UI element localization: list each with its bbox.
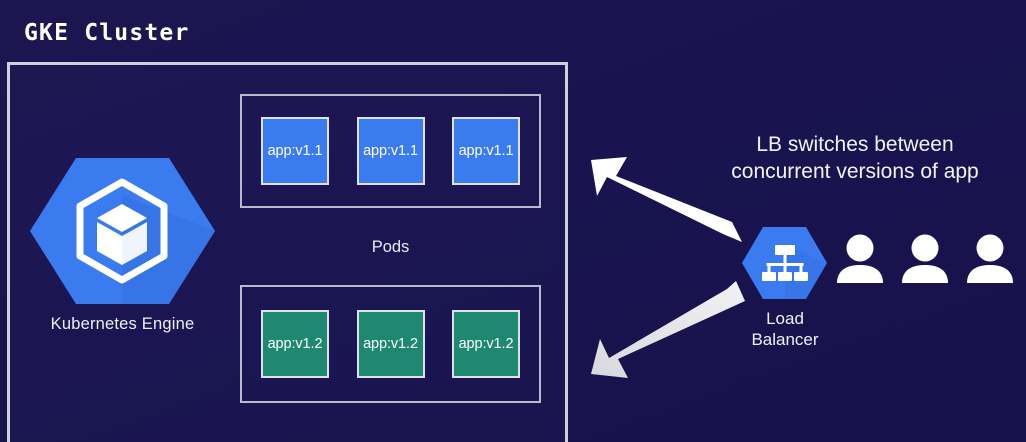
pod-v12-3[interactable]: app:v1.2 bbox=[452, 310, 520, 378]
kubernetes-engine-hexagon-icon bbox=[30, 158, 215, 304]
load-balancer-label-line-2: Balancer bbox=[751, 330, 819, 349]
lb-caption-line-1: LB switches between bbox=[756, 133, 954, 156]
arrow-to-v12-pods bbox=[591, 281, 745, 378]
pod-v12-1[interactable]: app:v1.2 bbox=[261, 310, 329, 378]
kubernetes-engine-label: Kubernetes Engine bbox=[50, 315, 195, 333]
user-icon bbox=[902, 234, 948, 283]
lb-caption-line-2: concurrent versions of app bbox=[731, 160, 979, 183]
lb-caption: LB switches between concurrent versions … bbox=[690, 131, 1020, 185]
user-icon bbox=[967, 234, 1013, 283]
gke-cluster-boundary bbox=[7, 62, 568, 442]
pod-group-v11: app:v1.1 app:v1.1 app:v1.1 bbox=[240, 94, 541, 208]
load-balancer-label: Load Balancer bbox=[742, 308, 828, 350]
pod-v11-3[interactable]: app:v1.1 bbox=[452, 117, 520, 185]
page-title: GKE Cluster bbox=[24, 20, 190, 46]
pod-v12-2[interactable]: app:v1.2 bbox=[356, 310, 425, 378]
pod-group-v12: app:v1.2 app:v1.2 app:v1.2 bbox=[240, 285, 541, 403]
load-balancer-label-line-1: Load bbox=[766, 309, 804, 328]
pod-v11-1[interactable]: app:v1.1 bbox=[261, 117, 329, 185]
pods-label: Pods bbox=[371, 238, 410, 256]
user-icon bbox=[837, 234, 883, 283]
load-balancer-node[interactable]: Load Balancer bbox=[742, 226, 828, 350]
pod-v11-2[interactable]: app:v1.1 bbox=[356, 117, 425, 185]
kubernetes-engine-node: Kubernetes Engine bbox=[30, 155, 215, 340]
users-group bbox=[836, 234, 1014, 284]
load-balancer-hexagon-icon bbox=[742, 227, 827, 299]
